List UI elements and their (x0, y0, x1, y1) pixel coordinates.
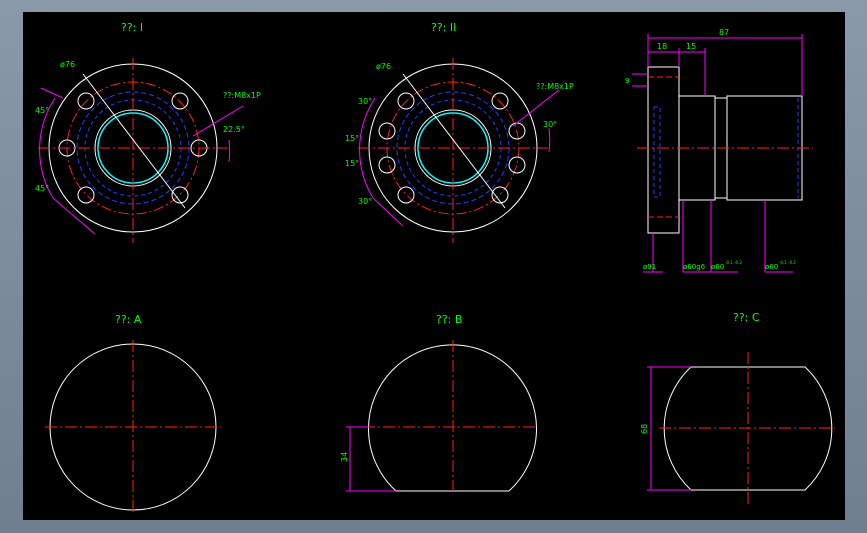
bolt-hole (491, 92, 509, 110)
bolt-hole (397, 186, 415, 204)
bolt-hole (397, 92, 415, 110)
dimensions (632, 34, 803, 273)
view-c-title: ??: C (733, 311, 760, 324)
flange-side (647, 66, 680, 234)
view-b-title: ??: B (436, 313, 462, 326)
bolt-hole (77, 186, 95, 204)
view-3: 87 18 15 9 ø91 ø60g6 ø60 -0.1 -0.2 ø60 -… (625, 28, 813, 273)
view-2-thread: ??:M8x1P (536, 82, 574, 91)
angle-mark (40, 87, 64, 99)
angle-line (52, 197, 96, 235)
view-1-angle-c: 22.5° (223, 125, 245, 134)
dim-d4-tol: -0.1 -0.2 (779, 260, 796, 265)
leader-line (82, 73, 186, 209)
angle-line (372, 197, 404, 227)
dim-total: 87 (719, 28, 729, 37)
dim-d4: ø60 (765, 263, 778, 271)
dim-d3-tol: -0.1 -0.2 (725, 260, 742, 265)
bolt-hole (378, 156, 396, 174)
drawing-canvas: ??: I ø76 ??:M8x1P 45° 45° 22.5° ??: II … (23, 12, 845, 520)
angle-arc-right (228, 139, 231, 163)
dim-d3: ø60 (711, 263, 724, 271)
dim-18: 18 (657, 42, 667, 51)
hidden-bolt (653, 106, 661, 198)
view-b (346, 340, 537, 492)
profile-c (663, 366, 833, 491)
bolt-hole (378, 122, 396, 140)
leader-thread (192, 105, 244, 137)
bolt-hole (77, 92, 95, 110)
dim-9: 9 (625, 77, 629, 85)
view-2-angle-15a: 15° (345, 134, 359, 143)
view-c-dim: 68 (640, 424, 649, 434)
view-b-dim: 34 (340, 452, 349, 462)
view-c (647, 352, 835, 504)
cad-drawing: ??: I ø76 ??:M8x1P 45° 45° 22.5° ??: II … (35, 21, 835, 514)
view-2-angle-30b: 30° (358, 197, 372, 206)
view-a (45, 340, 221, 514)
view-a-title: ??: A (115, 313, 142, 326)
view-2-angle-30r: 30° (543, 120, 557, 129)
view-1-angle-a: 45° (35, 106, 49, 115)
bolt-hole (171, 92, 189, 110)
bolt-hole (491, 186, 509, 204)
view-2-dia: ø76 (376, 62, 391, 71)
dim-d2: ø60g6 (683, 263, 706, 271)
view-2 (358, 58, 560, 243)
view-1-thread: ??:M8x1P (223, 91, 261, 100)
view-1-angle-b: 45° (35, 184, 49, 193)
angle-arc (39, 97, 56, 199)
view-1-title: ??: I (121, 21, 143, 34)
angle-arc (359, 97, 376, 199)
angle-arc-right (548, 127, 551, 153)
leader-thread (512, 89, 560, 127)
leader-line (402, 73, 506, 209)
profile-b (368, 344, 537, 492)
view-1 (38, 58, 244, 243)
view-2-angle-30a: 30° (358, 97, 372, 106)
view-1-dia: ø76 (60, 60, 75, 69)
bolt-hole (508, 156, 526, 174)
bolt-holes (378, 92, 526, 204)
dim-d1: ø91 (643, 263, 656, 271)
dim-15: 15 (686, 42, 696, 51)
view-2-title: ??: II (431, 21, 456, 34)
view-2-angle-15b: 15° (345, 159, 359, 168)
bolt-hole (171, 186, 189, 204)
